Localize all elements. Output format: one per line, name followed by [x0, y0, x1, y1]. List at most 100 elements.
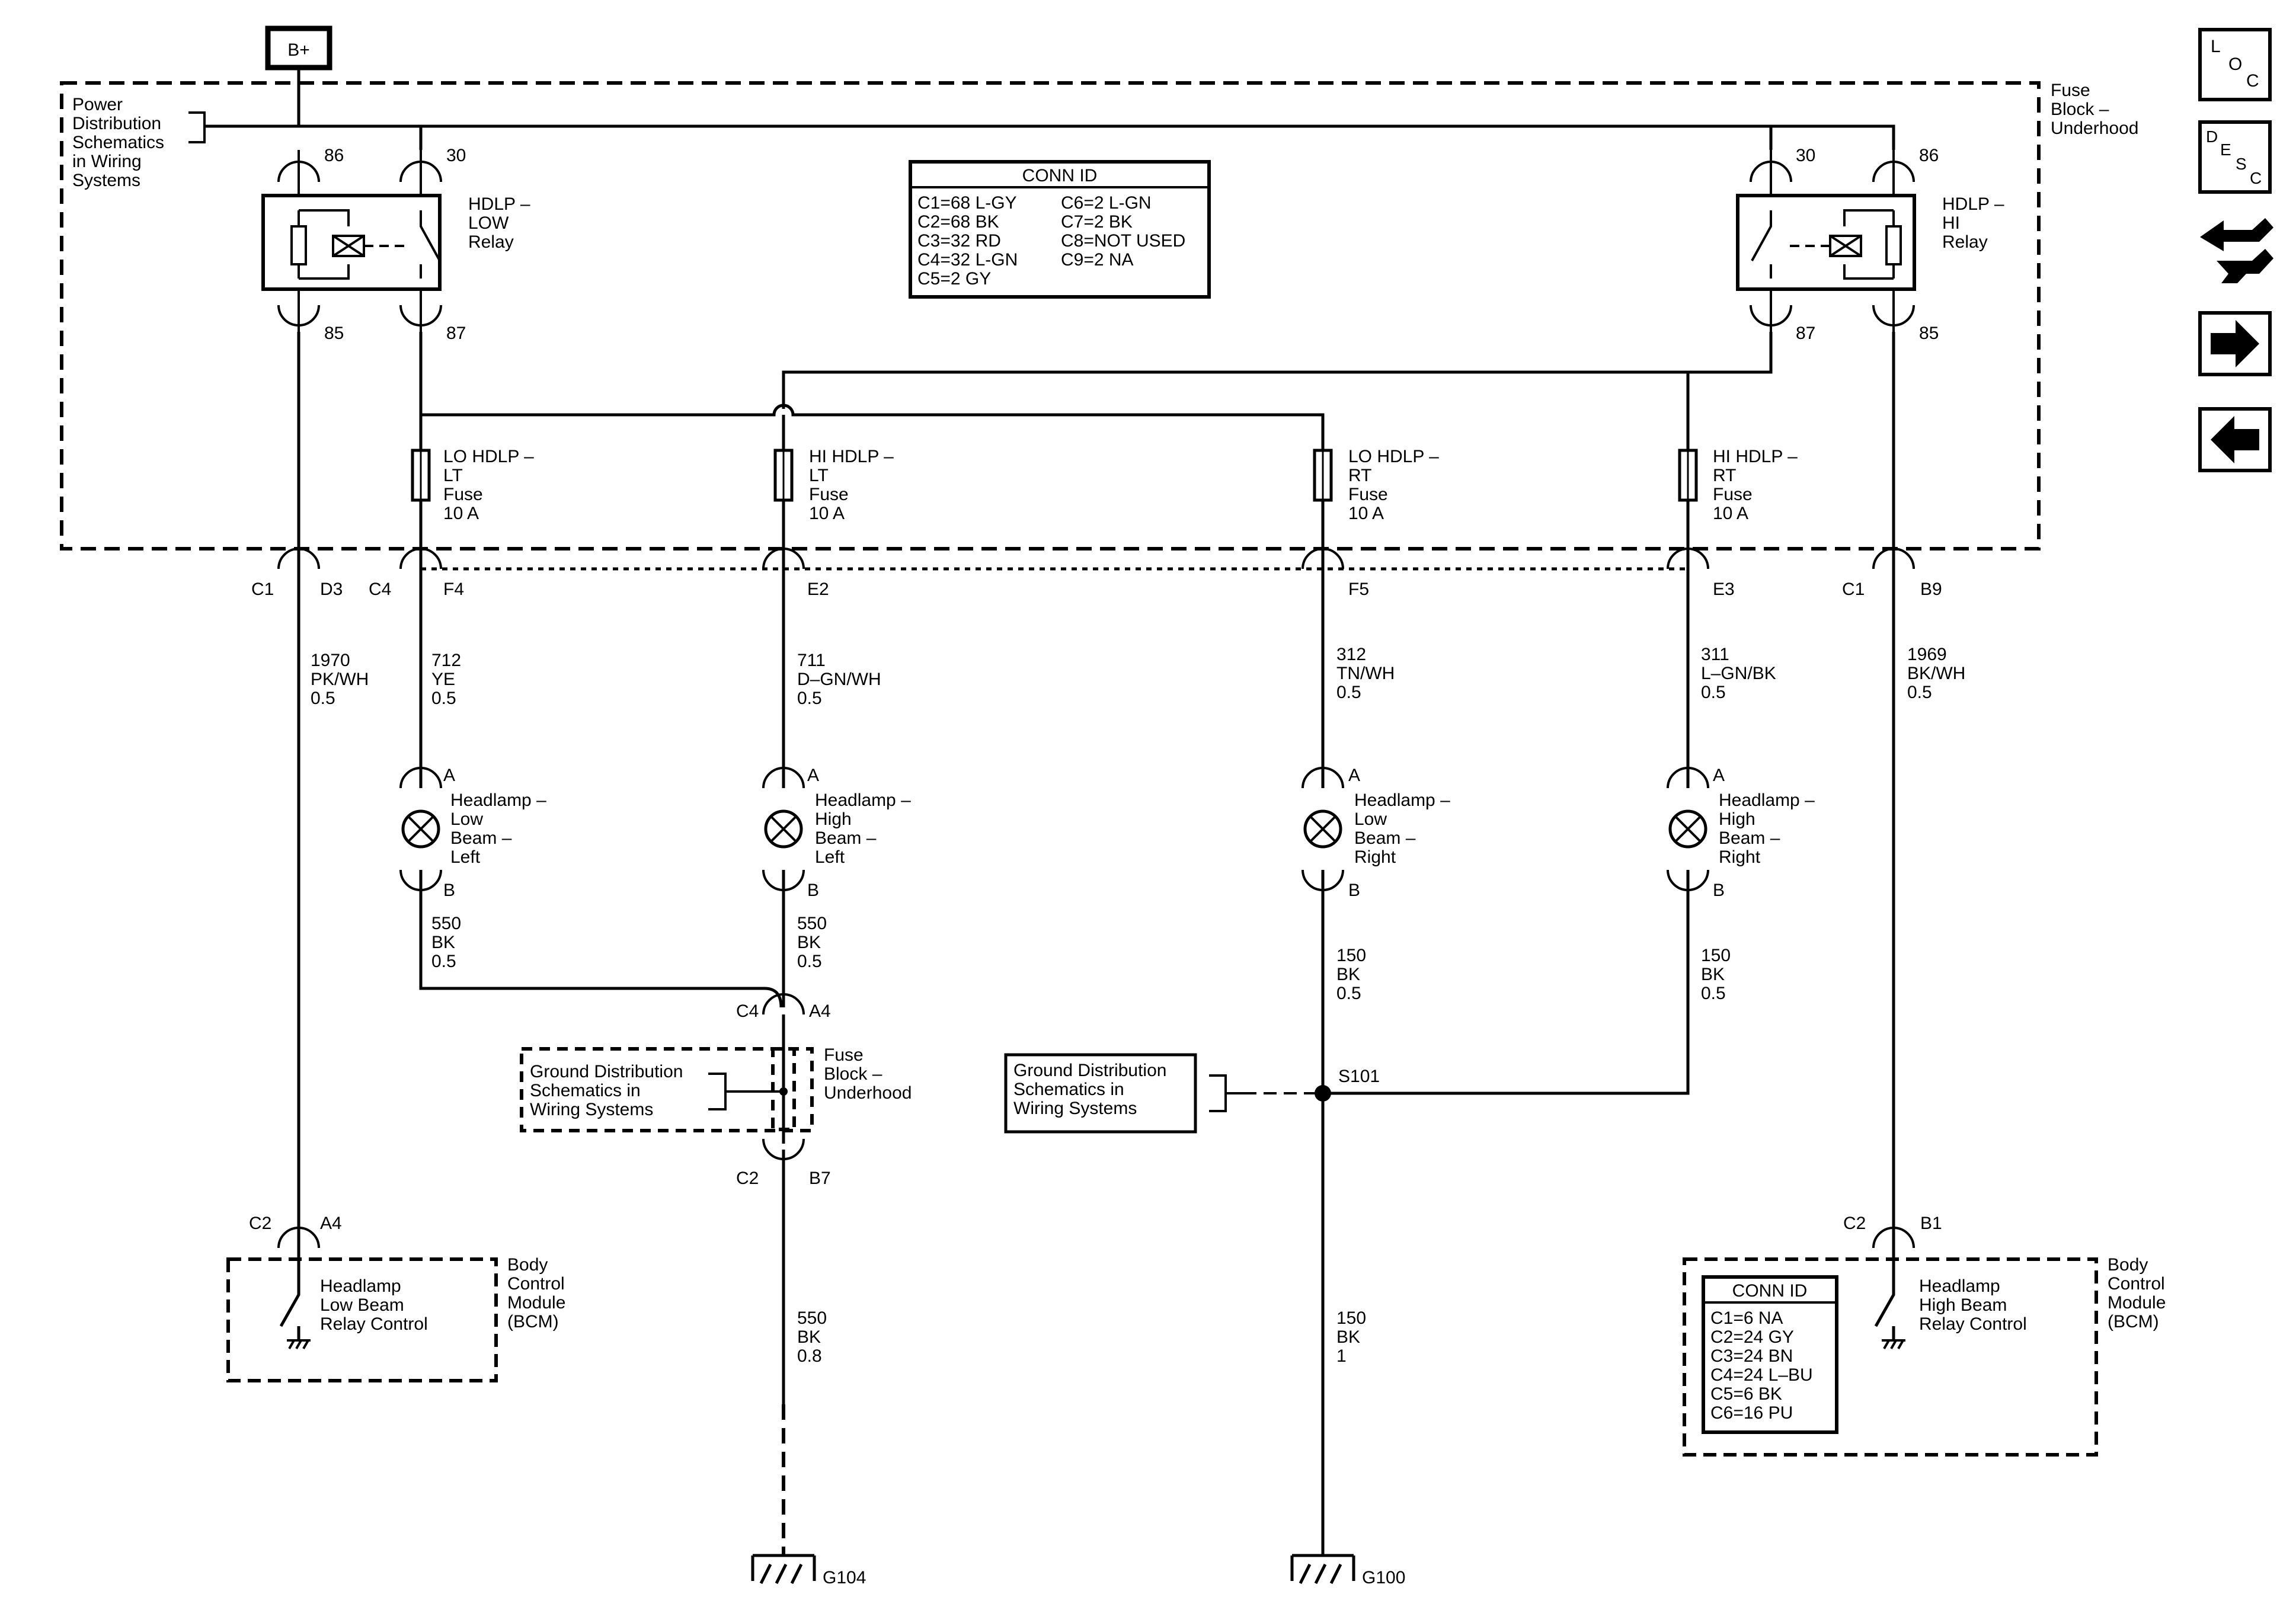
prev-arrow-button[interactable] — [2198, 407, 2272, 472]
g104-label: G104 — [823, 1568, 866, 1587]
fuse-block-label: Fuse Block – Underhood — [2051, 81, 2138, 138]
conn-c2-mid: C2 — [736, 1169, 759, 1188]
lamp-pin-b: B — [1348, 881, 1360, 900]
conn-e2: E2 — [807, 580, 829, 599]
bcm-conn-id-title: CONN ID — [1732, 1281, 1808, 1301]
gd-ref-left-bracket — [708, 1073, 784, 1110]
next-arrow-button[interactable] — [2198, 311, 2272, 376]
connector-wrench-icon[interactable] — [2200, 218, 2273, 283]
svg-text:S: S — [2236, 155, 2247, 173]
fuse-block-mid-label: Fuse Block – Underhood — [824, 1045, 912, 1103]
hi-beam-feed-bus — [782, 332, 1773, 450]
ground-g100-icon: G100 — [1290, 1554, 1405, 1587]
conn-c4-mid: C4 — [736, 1001, 759, 1021]
hi-relay-pin-86: 86 — [1919, 146, 1939, 165]
hi-relay-name: HDLP – HI Relay — [1942, 194, 2009, 252]
conn-b9: B9 — [1920, 580, 1942, 599]
left-arrow-icon — [2211, 416, 2259, 463]
right-arrow-icon — [2211, 320, 2259, 367]
gd-ref-left-box — [520, 1047, 814, 1132]
low-relay-pin-86: 86 — [324, 146, 344, 165]
conn-id-left-col: C1=68 L-GY C2=68 BK C3=32 RD C4=32 L-GN … — [917, 193, 1023, 289]
conn-c1-right: C1 — [1842, 580, 1865, 599]
svg-text:E: E — [2220, 140, 2231, 159]
conn-c1-left: C1 — [251, 580, 274, 599]
splice-s101-label: S101 — [1338, 1067, 1380, 1086]
connector-c4-a4-cup — [762, 993, 805, 1015]
fuse-block-outline — [60, 81, 2041, 550]
low-relay-pin-30: 30 — [446, 146, 466, 165]
low-relay-name: HDLP – LOW Relay — [468, 194, 535, 252]
conn-c2-left: C2 — [249, 1214, 271, 1233]
gd-ref-right: Ground Distribution Schematics in Wiring… — [1013, 1061, 1172, 1118]
lamp-pin-a: A — [1348, 766, 1360, 785]
loc-button[interactable]: L O C — [2198, 28, 2272, 101]
lamp-pin-a: A — [443, 766, 455, 785]
conn-id-title: CONN ID — [1022, 166, 1098, 185]
gd-ref-right-box — [1004, 1053, 1197, 1134]
g100-label: G100 — [1362, 1568, 1405, 1587]
svg-text:C: C — [2250, 169, 2262, 187]
svg-text:O: O — [2228, 55, 2242, 74]
power-bus — [204, 68, 1895, 150]
wire-150-hi-right — [1323, 870, 1690, 1095]
conn-id-table: CONN ID C1=68 L-GY C2=68 BK C3=32 RD C4=… — [909, 160, 1211, 299]
svg-text:D: D — [2206, 127, 2218, 146]
conn-b1: B1 — [1920, 1214, 1942, 1233]
conn-c2-right: C2 — [1843, 1214, 1866, 1233]
conn-f4: F4 — [443, 580, 464, 599]
lamp-pin-b: B — [807, 881, 819, 900]
lamp-pin-b: B — [443, 881, 455, 900]
conn-d3: D3 — [320, 580, 343, 599]
splice-s101-dot — [1315, 1085, 1331, 1102]
hdlp-low-relay: 86 30 85 87 HDLP – LOW Relay — [261, 146, 535, 343]
conn-a4-mid: A4 — [809, 1001, 831, 1021]
conn-a4-left: A4 — [320, 1214, 342, 1233]
gd-ref-left: Ground Distribution Schematics in Wiring… — [530, 1062, 688, 1119]
hi-relay-pin-30: 30 — [1796, 146, 1815, 165]
battery-label: B+ — [287, 40, 310, 60]
hdlp-hi-relay: 30 86 87 85 HDLP – HI Relay — [1736, 146, 2009, 343]
conn-id-right-col: C6=2 L-GN C7=2 BK C8=NOT USED C9=2 NA — [1061, 193, 1191, 270]
conn-c4: C4 — [369, 580, 391, 599]
conn-b7: B7 — [809, 1169, 831, 1188]
conn-f5: F5 — [1348, 580, 1369, 599]
gd-ref-right-bracket — [1209, 1074, 1243, 1112]
low-relay-pin-85: 85 — [324, 324, 344, 343]
desc-button[interactable]: D E S C — [2198, 120, 2272, 194]
connector-cups-row — [277, 548, 1915, 569]
lamp-pin-b: B — [1713, 881, 1725, 900]
bcm-conn-id-list: C1=6 NA C2=24 GY C3=24 BN C4=24 L–BU C5=… — [1710, 1308, 1818, 1423]
svg-text:L: L — [2211, 37, 2221, 56]
svg-text:C: C — [2246, 71, 2259, 91]
